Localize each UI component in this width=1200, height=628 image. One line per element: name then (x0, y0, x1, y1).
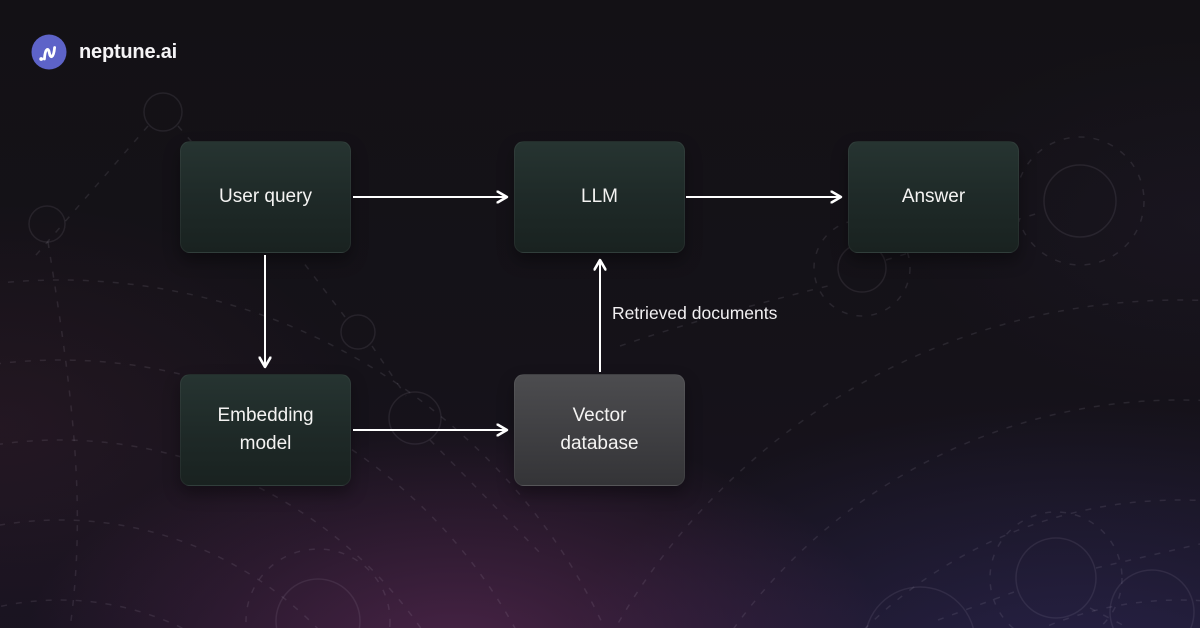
brand-logo: neptune.ai (31, 34, 177, 70)
node-vector-database-label: Vector database (560, 404, 639, 455)
brand-name: neptune.ai (79, 40, 178, 63)
node-embedding-model-label: Embedding model (217, 404, 314, 455)
node-llm-label: LLM (581, 185, 618, 207)
neptune-logo-icon (31, 34, 67, 70)
node-user-query-label: User query (219, 185, 312, 207)
node-answer: Answer (848, 141, 1019, 253)
node-vector-database: Vector database (514, 374, 685, 486)
node-answer-label: Answer (901, 185, 966, 207)
node-user-query: User query (180, 141, 351, 253)
node-llm: LLM (514, 141, 685, 253)
node-embedding-model: Embedding model (180, 374, 351, 486)
edge-label-retrieved-documents: Retrieved documents (612, 303, 778, 323)
